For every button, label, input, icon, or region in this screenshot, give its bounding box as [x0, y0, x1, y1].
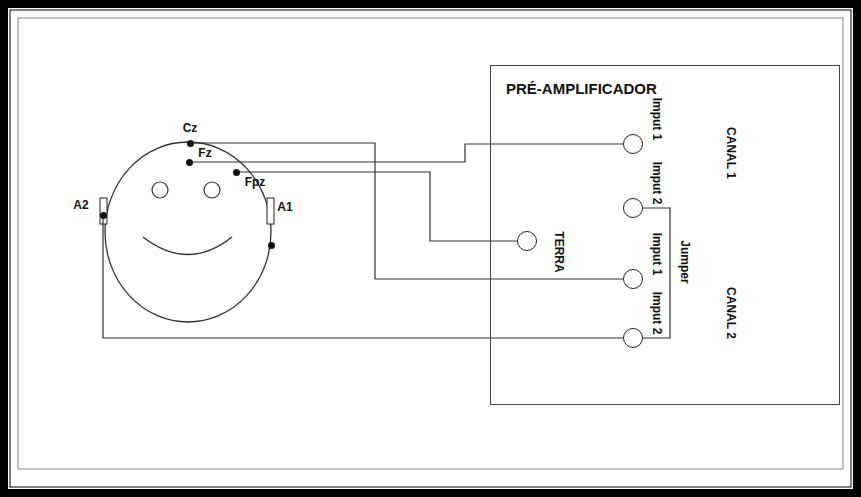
- preamp-box: PRÉ-AMPLIFICADOR CANAL 1 CANAL 2 Imput 1 Imp…: [490, 65, 840, 405]
- electrode-wire: [103, 219, 623, 339]
- panel-title: PRÉ-AMPLIFICADOR: [506, 80, 657, 98]
- input-terminal: Imput 2: [623, 328, 643, 348]
- electrode-dot: Cz: [187, 140, 194, 147]
- input-terminal: Imput 2: [623, 198, 643, 218]
- electrode-dot: Fz: [186, 159, 193, 166]
- electrode-wire: [193, 144, 624, 162]
- mouth: [143, 237, 232, 255]
- electrode-dot: A1: [268, 242, 275, 249]
- panel-border: [18, 18, 843, 469]
- terminal-label: Imput 1: [650, 98, 664, 141]
- electrode-dot: A2: [100, 212, 107, 219]
- electrode-label: A1: [277, 200, 292, 214]
- channel-label: CANAL 1: [724, 127, 738, 179]
- ground-terminal: TERRA: [517, 231, 537, 251]
- electrode-wire: [240, 172, 518, 241]
- input-terminal: Imput 1: [623, 134, 643, 154]
- electrode-dot: Fpz: [233, 169, 240, 176]
- eye: [204, 182, 220, 198]
- input-terminal: Imput 1: [623, 269, 643, 289]
- eye: [152, 182, 168, 198]
- terminal-label: Imput 2: [650, 292, 664, 335]
- ear: [267, 198, 274, 224]
- terminal-label: Imput 1: [650, 233, 664, 276]
- electrode-label: A2: [73, 198, 88, 212]
- electrode-label: Fpz: [245, 175, 266, 189]
- head-outline: [105, 142, 271, 322]
- terminal-label: Imput 2: [650, 162, 664, 205]
- outer-frame: [4, 4, 857, 493]
- jumper-label: Jumper: [678, 240, 692, 283]
- channel-label: CANAL 2: [724, 287, 738, 339]
- jumper-wire: [643, 208, 670, 338]
- electrode-wire: [194, 143, 624, 279]
- inner-frame: [10, 10, 851, 487]
- electrode-label: Cz: [183, 121, 198, 135]
- electrode-label: Fz: [198, 146, 211, 160]
- terminal-label: TERRA: [552, 231, 566, 272]
